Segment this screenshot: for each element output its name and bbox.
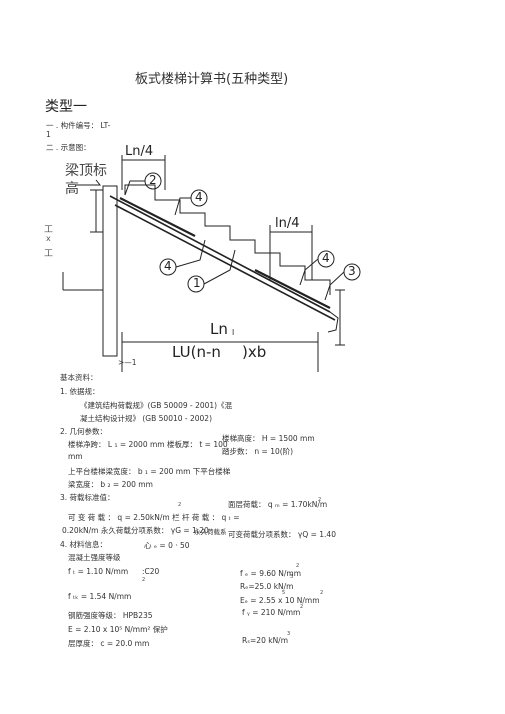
side-mark-bottom: 工	[44, 249, 54, 259]
item-2a: 楼梯净跨： L ₁ = 2000 mm 楼板厚： t = 100	[68, 440, 228, 449]
item-4b-mid: :C20	[142, 567, 160, 576]
top-rebar-right	[254, 269, 331, 309]
ln4-right-label: ln/4	[275, 216, 300, 231]
beam-top-label: 梁顶标	[65, 163, 107, 179]
item-1: 1. 依据规：	[60, 387, 100, 396]
sup-4e: 5	[282, 590, 286, 596]
item-4d: f ₜₖ = 1.54 N/mm	[68, 592, 132, 601]
arrow-label: >—1	[118, 358, 137, 367]
item-4b-right: f ₑ = 9.60 N/mm	[240, 569, 302, 578]
lu-label: LU(n-n	[172, 343, 221, 361]
sup-3a: 2	[178, 502, 182, 508]
item-2a-right: 楼梯高度： H = 1500 mm	[222, 434, 315, 443]
callout-2: 2	[149, 173, 157, 187]
upper-beam	[102, 185, 118, 357]
sup-4c: 2	[296, 563, 300, 569]
callout-4c: 4	[322, 251, 330, 265]
item-4g-right: Rₛ=20 kN/m	[242, 636, 289, 645]
item-1b: 凝土结构设计规》 (GB 50010 - 2002)	[80, 414, 212, 423]
slab-top-line	[109, 195, 331, 313]
elevation-marker	[75, 179, 102, 186]
item-3a-right: 面层荷载： q ₘ = 1.70kN/m	[228, 500, 328, 509]
ln-sub-label: l	[232, 328, 235, 337]
item-1a: 《建筑结构荷载规》(GB 50009 - 2001)《混	[80, 401, 233, 410]
item-2b: mm	[68, 452, 83, 461]
top-rebar-left	[119, 197, 196, 237]
item-4-mid: 心 ₑ = 0 · 50	[144, 541, 190, 550]
callout-4b: 4	[164, 259, 172, 273]
item-2d: 梁宽度： b ₂ = 200 mm	[68, 480, 153, 489]
sup-4d: 3	[290, 574, 294, 580]
lower-hook	[327, 311, 339, 333]
item-4a: 混凝土强度等级	[68, 553, 121, 562]
diagram-section-label: 二 . 示意图：	[46, 143, 91, 152]
document-title: 板式楼梯计算书(五种类型)	[135, 72, 289, 87]
item-4g: 层厚度： c = 20.0 mm	[68, 639, 150, 648]
item-4: 4. 材料信息：	[60, 540, 108, 549]
item-4c-right: Rₑ=25.0 kN/m	[240, 582, 294, 591]
item-3c-right: 可变荷载分项系数： γQ = 1.40	[228, 530, 336, 539]
item-2b-right: 踏步数： n = 10(阶)	[222, 447, 294, 456]
item-4e-right: f ᵧ = 210 N/mm	[242, 608, 301, 617]
beam-top-label-2: 高	[65, 181, 79, 197]
callout-4a: 4	[195, 190, 203, 204]
item-4b: f ₜ = 1.10 N/mm	[68, 567, 129, 576]
item-3c-mid: 永久荷载系	[194, 528, 227, 536]
sup-4h: 3	[287, 631, 291, 637]
item-2: 2. 几何参数：	[60, 427, 108, 436]
item-3c: 0.20kN/m 永久荷载分项系数： γG = 1.20	[62, 526, 209, 535]
side-x-label: x	[46, 234, 51, 243]
side-mark-top: 工	[44, 225, 54, 235]
item-4f: E = 2.10 x 10⁵ N/mm² 保护	[68, 625, 168, 634]
item-3b: 可 变 荷 载 ： q = 2.50kN/m 栏 杆 荷 载 ： q ₜ =	[68, 513, 240, 522]
sup-4g: 2	[300, 604, 304, 610]
callout-1: 1	[193, 276, 201, 290]
sup-4b: 2	[142, 577, 146, 583]
sup-4f: 2	[320, 590, 324, 596]
slab-bottom-line	[114, 204, 336, 321]
xb-label: )xb	[242, 343, 267, 361]
ln4-left-label: Ln/4	[125, 144, 154, 159]
callout-3: 3	[348, 264, 356, 278]
step-outline	[124, 184, 331, 295]
basic-info-label: 基本资料：	[60, 373, 98, 382]
item-4e: 钢筋强度等级： HPB235	[68, 611, 153, 620]
item-3: 3. 荷载标准值：	[60, 493, 115, 502]
ln-label: Ln	[210, 320, 228, 338]
type-heading: 类型一	[45, 99, 87, 115]
item-4d-right: Eₑ = 2.55 x 10 N/mm	[240, 596, 320, 605]
component-number-label: 一 . 构件编号： LT-	[46, 121, 111, 130]
component-number-value: 1	[46, 130, 51, 139]
sup-3b: 2	[318, 497, 322, 503]
item-2c: 上平台楼梯梁宽度： b ₁ = 200 mm 下平台楼梯	[68, 467, 231, 476]
